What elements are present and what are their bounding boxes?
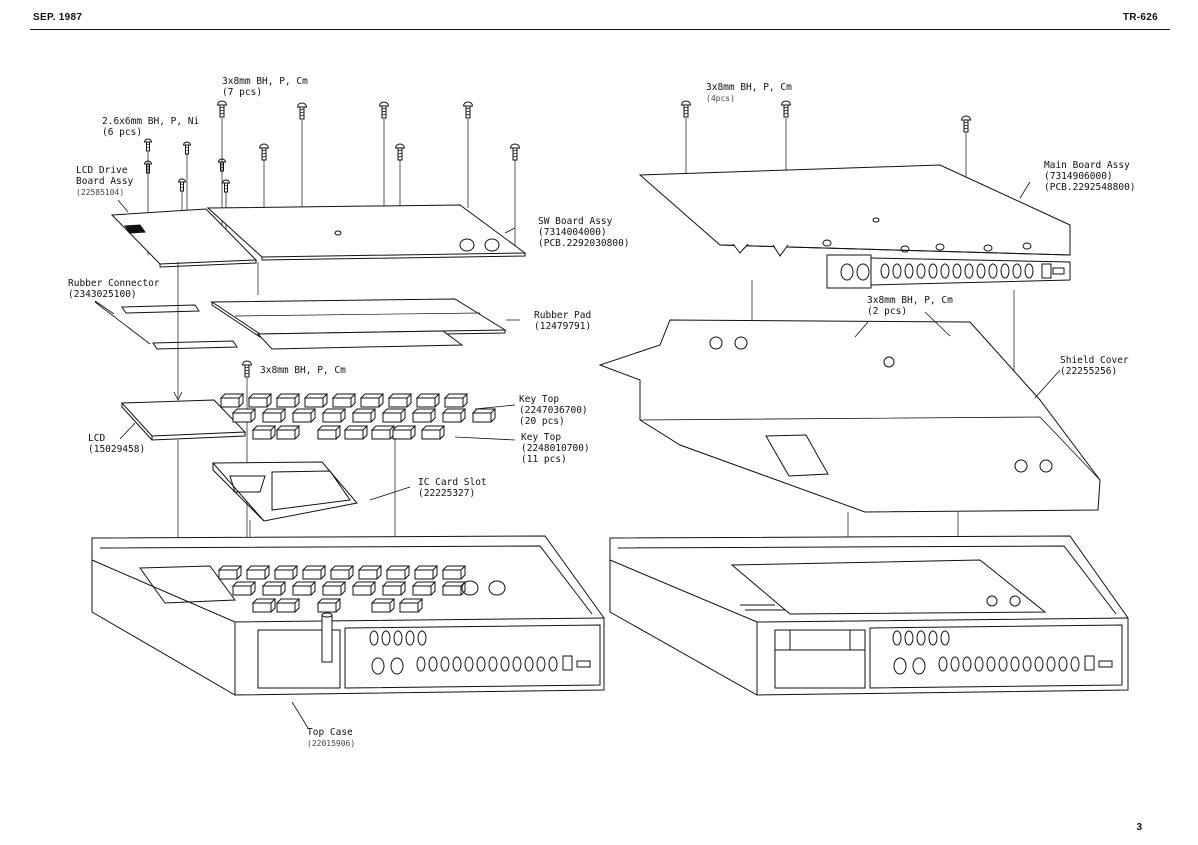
header-rule [30,29,1170,30]
left-assembly [91,100,605,729]
label-screws-top: 3x8mm BH, P, Cm(7 pcs) [222,76,308,98]
label-screws-small: 2.6x6mm BH, P, Ni(6 pcs) [102,116,200,138]
label-rubber-connector: Rubber Connector(2343025100) [68,278,160,300]
label-rubber-pad: Rubber Pad(12479791) [534,310,592,332]
right-assembly [598,100,1129,696]
label-key-top-1: Key Top(2247036700)(20 pcs) [519,394,588,427]
label-key-top-2: Key Top(2248010700)(11 pcs) [521,432,590,465]
label-top-case: Top Case(22015906) [307,727,356,748]
page-number: 3 [1136,822,1142,833]
label-main-board: Main Board Assy(7314906000)(PCB.22925488… [1044,160,1136,193]
label-shield-cover: Shield Cover(22255256) [1060,355,1129,377]
main-board-illustration [638,164,1071,289]
header-model: TR-626 [1122,12,1158,23]
label-sw-board: SW Board Assy(7314004000)(PCB.2292030800… [538,216,630,249]
top-case-illustration [91,535,605,696]
screw-group-top [144,100,520,193]
shield-cover-illustration [598,319,1101,513]
key-tops-illustration [220,393,496,440]
bottom-case-illustration [609,535,1129,696]
header-date: SEP. 1987 [33,12,83,23]
label-screw-mid: 3x8mm BH, P, Cm [260,365,346,376]
label-lcd: LCD(15029458) [88,433,146,455]
label-right-screws-mid: 3x8mm BH, P, Cm(2 pcs) [867,295,953,317]
label-ic-card-slot: IC Card Slot(22225327) [418,477,487,499]
label-right-screws-top: 3x8mm BH, P, Cm(4pcs) [706,82,792,103]
